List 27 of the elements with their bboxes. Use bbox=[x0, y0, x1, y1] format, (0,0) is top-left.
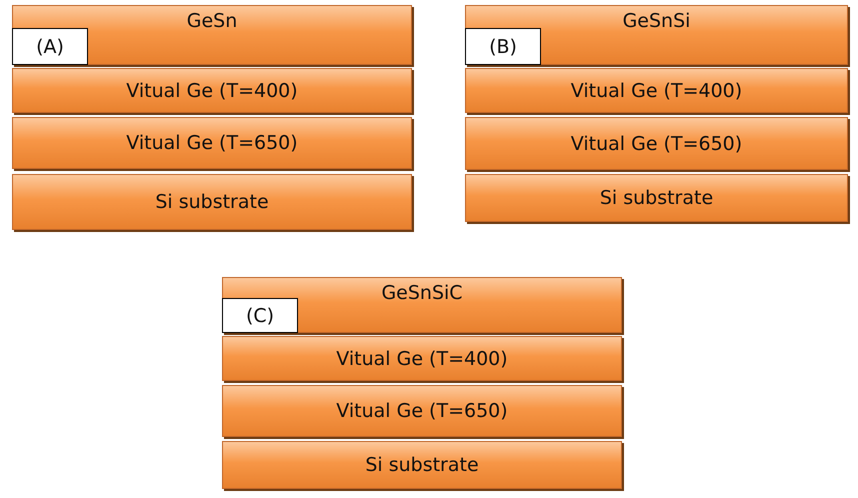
material-layer bbox=[465, 5, 848, 65]
material-layer bbox=[12, 68, 412, 113]
panel-label-box: (A) bbox=[12, 28, 88, 65]
material-layer bbox=[465, 68, 848, 113]
layer-name: Vitual Ge (T=650) bbox=[126, 132, 298, 154]
layer-name: Vitual Ge (T=400) bbox=[570, 80, 742, 102]
layer-name: Si substrate bbox=[600, 187, 714, 209]
material-layer bbox=[222, 441, 622, 489]
material-layer bbox=[12, 174, 412, 230]
panel-label-box: (B) bbox=[465, 28, 541, 65]
panel-label-box: (C) bbox=[222, 298, 298, 333]
layer-name: Vitual Ge (T=400) bbox=[336, 348, 508, 370]
material-layer bbox=[222, 336, 622, 381]
material-layer bbox=[12, 5, 412, 65]
layer-name: Vitual Ge (T=400) bbox=[126, 80, 298, 102]
layer-name: Si substrate bbox=[365, 454, 479, 476]
material-layer bbox=[12, 117, 412, 169]
material-layer bbox=[222, 277, 622, 333]
layer-name: GeSnSi bbox=[622, 10, 690, 32]
layer-name: Si substrate bbox=[155, 191, 269, 213]
layer-name: Vitual Ge (T=650) bbox=[570, 132, 742, 154]
layer-name: GeSnSiC bbox=[381, 282, 463, 304]
material-layer bbox=[222, 385, 622, 437]
material-layer bbox=[465, 174, 848, 222]
material-layer bbox=[465, 117, 848, 170]
layer-name: GeSn bbox=[186, 10, 238, 32]
layer-name: Vitual Ge (T=650) bbox=[336, 400, 508, 422]
